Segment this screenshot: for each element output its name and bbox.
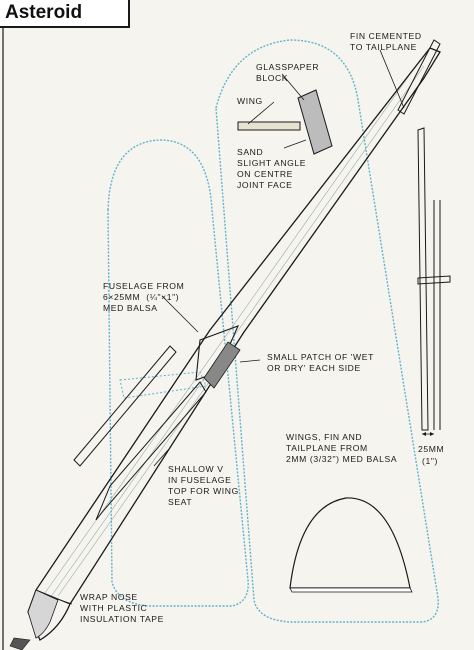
fuselage-grain [39, 59, 429, 601]
materials-note-label: WINGS, FIN AND TAILPLANE FROM 2mm (3/32"… [286, 432, 398, 464]
fin-note-label: FIN CEMENTED TO TAILPLANE [350, 31, 422, 52]
fin-side-view [417, 127, 429, 431]
wing-panel-left [73, 345, 177, 467]
tailplane-crosspiece [417, 275, 451, 285]
patch-note-label: SMALL PATCH OF 'WET OR DRY' EACH SIDE [267, 352, 374, 373]
dimension-imperial-label: (1") [422, 456, 438, 466]
nose-note-label: WRAP NOSE WITH PLASTIC INSULATION TAPE [80, 592, 164, 624]
glasspaper-block [297, 89, 333, 155]
glasspaper-label: GLASSPAPER BLOCK [256, 62, 320, 83]
wing-label: WING [237, 96, 263, 106]
page-title: Asteroid [5, 2, 83, 23]
template-base [289, 587, 413, 593]
dimension-arrows [422, 432, 434, 436]
nose-tape [27, 589, 59, 639]
wing-panel-lower [95, 381, 207, 521]
dimension-label: 25mm [418, 444, 445, 454]
shallow-v-label: SHALLOW V IN FUSELAGE TOP FOR WING SEAT [168, 464, 239, 507]
wing-strip [237, 121, 301, 131]
fin-tail [397, 39, 441, 115]
left-wing-outline [107, 139, 249, 607]
patch-hatched [203, 341, 241, 389]
wing-seat-outline [119, 371, 207, 399]
leader-lines [59, 49, 405, 605]
nose-tip [9, 637, 31, 650]
tailplane-template [289, 497, 411, 589]
title-box: Asteroid [0, 0, 130, 28]
fuselage-note-label: FUSELAGE FROM 6×25mm (¼"×1") MED BALSA [103, 281, 185, 313]
sand-note-label: SAND SLIGHT ANGLE ON CENTRE JOINT FACE [237, 147, 307, 190]
right-wing-outline [215, 39, 439, 623]
